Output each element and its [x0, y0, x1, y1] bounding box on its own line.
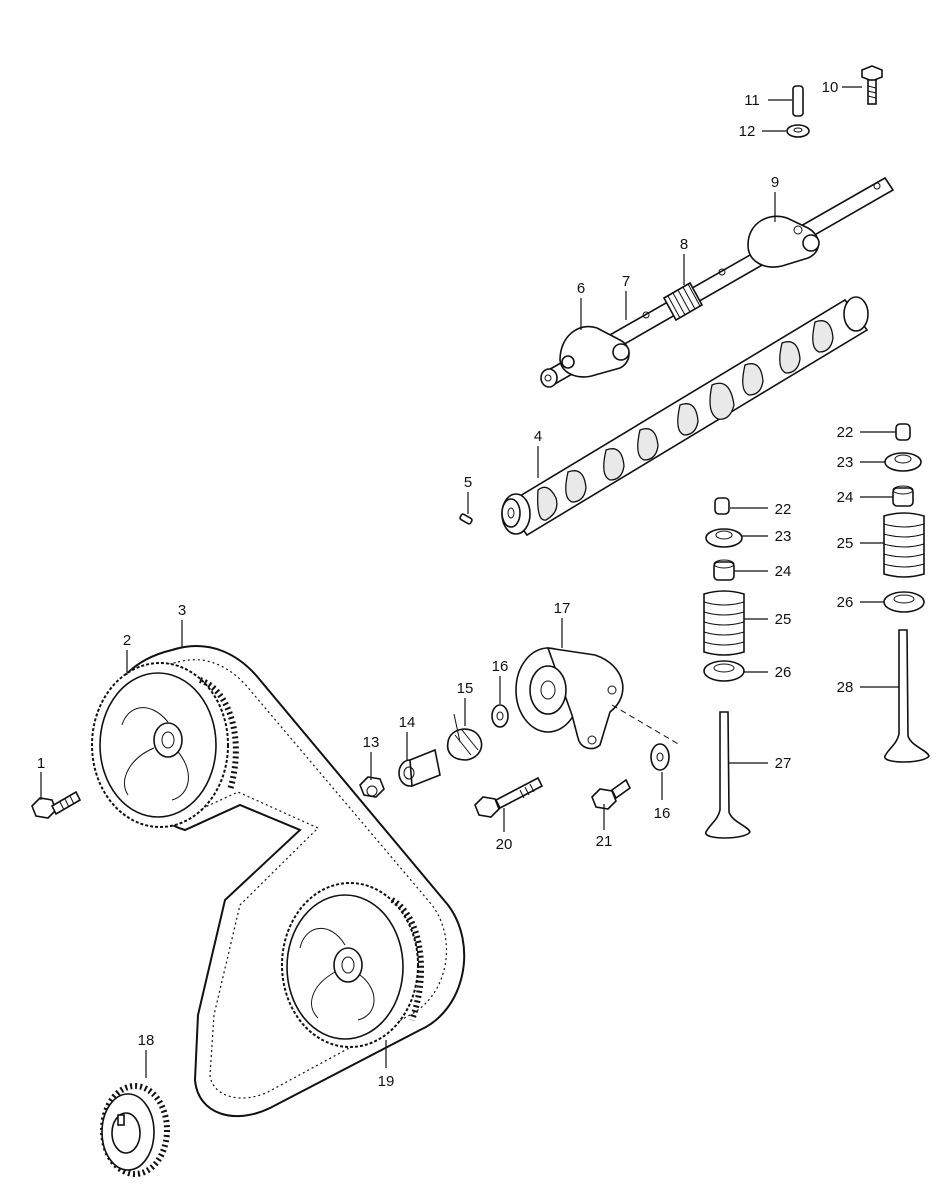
callout-21: 21	[596, 833, 613, 850]
callout-22: 22	[775, 501, 792, 518]
washer-16-b	[611, 704, 681, 771]
callout-22-b: 22	[837, 424, 854, 441]
callout-19: 19	[378, 1073, 395, 1090]
callout-11: 11	[744, 92, 760, 109]
callout-14: 14	[399, 714, 416, 731]
bolt-20	[474, 776, 544, 818]
callout-5: 5	[464, 474, 472, 491]
camshaft-sprocket-2	[91, 662, 239, 828]
valve-28	[884, 629, 930, 763]
spring-retainer-23-b	[884, 452, 922, 472]
callout-23-b: 23	[837, 454, 854, 471]
callout-24: 24	[775, 563, 792, 580]
key-5	[459, 513, 473, 525]
callout-26: 26	[775, 664, 792, 681]
rocker-arm-9	[747, 215, 820, 268]
callout-18: 18	[138, 1032, 155, 1049]
bolt-1	[31, 790, 82, 819]
callout-17: 17	[554, 600, 571, 617]
callout-4: 4	[534, 428, 542, 445]
sprocket-19	[281, 882, 425, 1048]
callout-26-b: 26	[837, 594, 854, 611]
valve-spring-25	[703, 590, 745, 656]
washer-12	[786, 124, 810, 138]
callout-28: 28	[837, 679, 854, 696]
spring-seat-26-b	[883, 591, 925, 613]
callout-3: 3	[178, 602, 186, 619]
callout-16: 16	[492, 658, 509, 675]
callout-9: 9	[771, 174, 779, 191]
callout-25-b: 25	[837, 535, 854, 552]
dowel-pin-11	[792, 85, 804, 117]
nut-13	[359, 776, 385, 798]
spring-15	[446, 713, 483, 761]
valve-27	[705, 711, 751, 839]
callout-24-b: 24	[837, 489, 854, 506]
callout-2: 2	[123, 632, 131, 649]
spring-retainer-23	[705, 528, 743, 548]
callout-27: 27	[775, 755, 792, 772]
rocker-spring-8	[662, 281, 704, 322]
callout-8: 8	[680, 236, 688, 253]
valve-seal-24	[713, 559, 735, 581]
valve-keeper-22	[714, 497, 730, 515]
callout-6: 6	[577, 280, 585, 297]
leader-lines	[40, 86, 899, 1078]
rocker-arm-6	[559, 325, 630, 378]
washer-16	[491, 704, 509, 728]
callout-13: 13	[363, 734, 380, 751]
bolt-10	[861, 65, 883, 105]
bolt-21	[591, 778, 632, 810]
crank-sprocket-18	[100, 1083, 170, 1177]
callout-15: 15	[457, 680, 474, 697]
bushing-14	[398, 748, 441, 788]
callout-labels: 1 2 3 4 5 6 7 8 9 10 11 12 13 14 15 16 1…	[37, 79, 854, 1090]
callout-1: 1	[37, 755, 45, 772]
valve-seal-24-b	[892, 485, 914, 507]
callout-12: 12	[739, 123, 756, 140]
valve-spring-25-b	[883, 512, 925, 578]
camshaft-4	[501, 296, 869, 537]
callout-23: 23	[775, 528, 792, 545]
callout-25: 25	[775, 611, 792, 628]
callout-20: 20	[496, 836, 513, 853]
callout-7: 7	[622, 273, 630, 290]
callout-10: 10	[822, 79, 839, 96]
valve-keeper-22-b	[895, 423, 911, 441]
tensioner-17	[515, 647, 624, 750]
spring-seat-26	[703, 660, 745, 682]
callout-16-b: 16	[654, 805, 671, 822]
